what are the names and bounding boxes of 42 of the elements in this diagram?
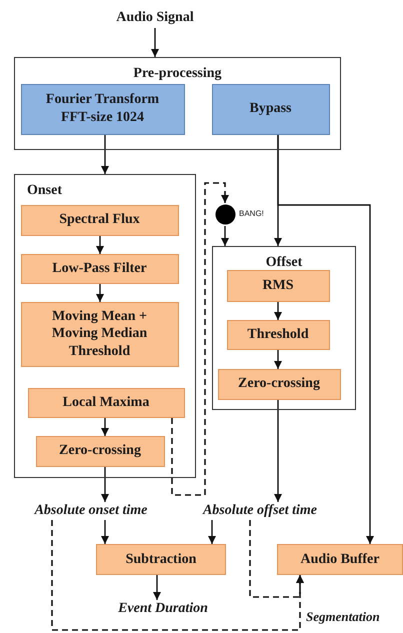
arrow: [101, 467, 109, 502]
circle-node: [215, 203, 236, 226]
arrow: [208, 520, 216, 544]
arrow: [221, 226, 229, 246]
group-title: Offset: [264, 255, 304, 271]
group-box: [14, 174, 196, 478]
dashed-arrow: [249, 520, 304, 598]
arrow: [153, 575, 161, 600]
arrow: [96, 284, 104, 302]
text-label: Absolute onset time: [20, 502, 162, 520]
text-label: Audio Signal: [100, 8, 210, 28]
group-title: Pre-processing: [132, 66, 223, 82]
signal-label: BANG!: [239, 209, 264, 218]
arrow: [274, 350, 282, 369]
arrow: [274, 400, 282, 502]
process-box: Bypass: [212, 84, 330, 134]
group-title: Onset: [27, 183, 62, 199]
process-box: Audio Buffer: [277, 544, 403, 575]
group-box: [14, 57, 341, 150]
arrow: [96, 236, 104, 254]
text-label: Event Duration: [106, 600, 220, 618]
group-box: [212, 246, 356, 410]
process-box: Threshold: [226, 320, 330, 350]
arrow: [101, 520, 109, 544]
process-box: RMS: [226, 270, 330, 302]
dashed-arrow: [51, 520, 304, 631]
process-box: Low-Pass Filter: [20, 254, 178, 284]
text-label: Absolute offset time: [186, 502, 334, 520]
process-box: Zero-crossing: [218, 368, 340, 400]
process-box: Subtraction: [96, 544, 226, 575]
arrow: [274, 302, 282, 320]
process-box: Spectral Flux: [20, 204, 178, 236]
arrow: [277, 135, 374, 544]
output-label: Segmentation: [306, 609, 380, 625]
arrow: [101, 418, 109, 436]
arrow: [101, 135, 109, 174]
arrow: [151, 28, 159, 57]
process-box: Moving Mean + Moving Median Threshold: [20, 302, 178, 366]
process-box: Zero-crossing: [36, 436, 164, 466]
process-box: Fourier Transform FFT-size 1024: [20, 84, 184, 134]
process-box: Local Maxima: [28, 388, 184, 418]
dashed-arrow: [171, 182, 229, 496]
